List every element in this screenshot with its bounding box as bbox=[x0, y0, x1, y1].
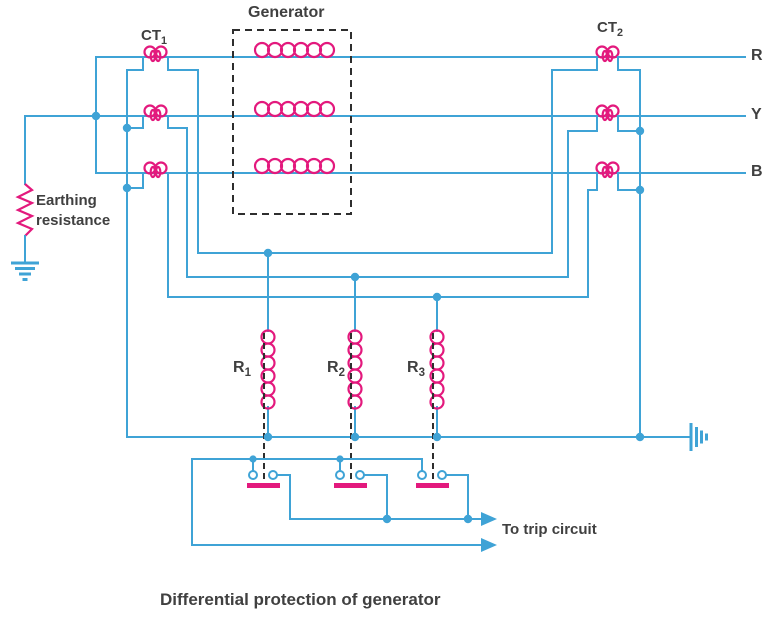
trip-contact-bus-top bbox=[191, 458, 423, 472]
relay-label-r3: R3 bbox=[407, 359, 425, 379]
ct1-secondary-wiring bbox=[126, 56, 199, 438]
trip-arrow-2-icon bbox=[481, 538, 497, 552]
earthing-resistor-icon bbox=[15, 183, 35, 237]
diagram-caption: Differential protection of generator bbox=[160, 590, 441, 609]
ct2-label: CT2 bbox=[597, 19, 623, 39]
generator-box bbox=[232, 29, 352, 215]
trip-contact-2 bbox=[334, 470, 388, 520]
generator-winding-y bbox=[253, 100, 336, 118]
ct1-coil-y-icon bbox=[143, 104, 168, 122]
relay-label-r2: R2 bbox=[327, 359, 345, 379]
ct1-label-sub: 1 bbox=[161, 35, 168, 47]
earthing-resistance-label: Earthing resistance bbox=[36, 191, 146, 230]
ct1-coil-r-icon bbox=[143, 45, 168, 63]
relay-r3-sub: 3 bbox=[418, 367, 425, 380]
relay-r2-sub: 2 bbox=[338, 367, 345, 380]
trip-arrow-1-icon bbox=[481, 512, 497, 526]
phase-label-r: R bbox=[751, 47, 763, 64]
relay-r1-sub: 1 bbox=[244, 367, 251, 380]
ct1-coil-b-icon bbox=[143, 161, 168, 179]
generator-label: Generator bbox=[248, 4, 325, 21]
relay-label-r1: R1 bbox=[233, 359, 251, 379]
trip-contact-3 bbox=[416, 470, 469, 520]
relay-linkage-dashes bbox=[263, 333, 434, 481]
trip-circuit-label: To trip circuit bbox=[502, 521, 597, 538]
ct1-label-base: CT bbox=[141, 27, 161, 44]
generator-winding-r bbox=[253, 41, 336, 59]
relay-r2-base: R bbox=[327, 359, 339, 376]
phase-label-b: B bbox=[751, 163, 763, 180]
junction-dots bbox=[91, 111, 645, 524]
ground-right-icon bbox=[689, 423, 708, 451]
generator-winding-b bbox=[253, 157, 336, 175]
ct2-coil-b-icon bbox=[595, 161, 620, 179]
phase-label-y: Y bbox=[751, 106, 762, 123]
ct1-label: CT1 bbox=[141, 27, 167, 47]
ct2-label-base: CT bbox=[597, 19, 617, 36]
relay-r3-base: R bbox=[407, 359, 419, 376]
ct2-coil-y-icon bbox=[595, 104, 620, 122]
earthing-label-line2: resistance bbox=[36, 211, 111, 229]
trip-contact-1 bbox=[247, 470, 291, 520]
ct2-secondary-wiring bbox=[551, 56, 641, 438]
relay-coil-r2 bbox=[347, 276, 363, 438]
ct2-coil-r-icon bbox=[595, 45, 620, 63]
relay-coil-r3 bbox=[429, 296, 445, 438]
ground-left-icon bbox=[11, 261, 39, 281]
earthing-branch bbox=[11, 115, 39, 281]
relay-r1-base: R bbox=[233, 359, 245, 376]
relay-coil-r1 bbox=[260, 252, 276, 438]
ct2-label-sub: 2 bbox=[617, 27, 624, 39]
earthing-label-line1: Earthing bbox=[36, 192, 97, 209]
